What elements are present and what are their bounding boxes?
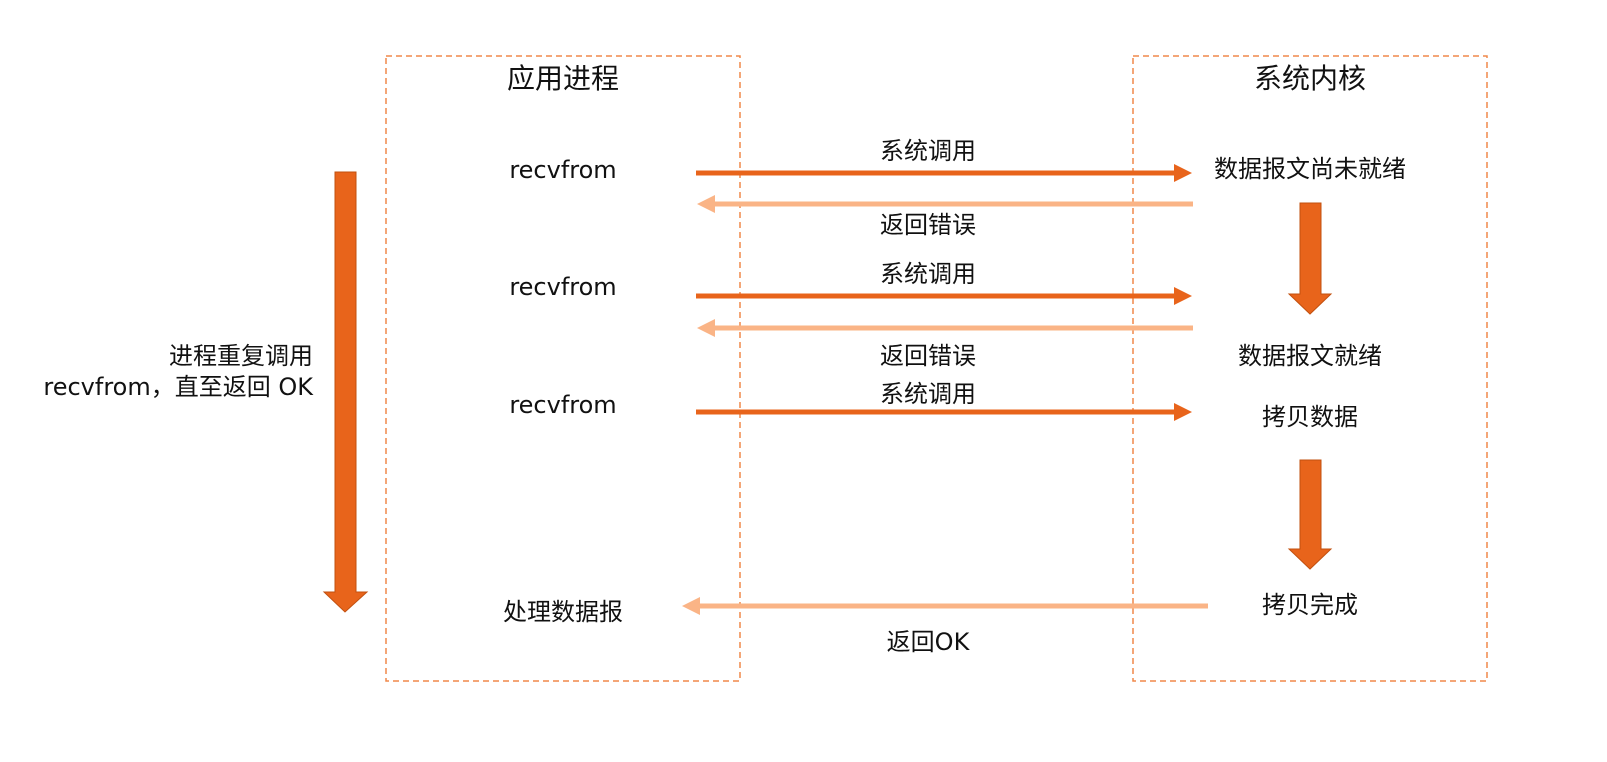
application-process-title: 应用进程 bbox=[506, 62, 620, 95]
kernel-state-ready: 数据报文就绪 bbox=[1238, 342, 1382, 370]
syscall-arrow-3-head bbox=[1174, 403, 1192, 421]
error-label-2: 返回错误 bbox=[880, 342, 976, 370]
recvfrom-call-3: recvfrom bbox=[509, 391, 617, 419]
syscall-arrow-1-head bbox=[1174, 164, 1192, 182]
recvfrom-call-1: recvfrom bbox=[509, 156, 617, 184]
kernel-state-copying: 拷贝数据 bbox=[1262, 403, 1358, 431]
kernel-title: 系统内核 bbox=[1253, 62, 1367, 95]
syscall-label-1: 系统调用 bbox=[880, 137, 976, 165]
error-arrow-1-head bbox=[697, 195, 715, 213]
side-note-line-2: recvfrom，直至返回 OK bbox=[43, 373, 313, 401]
side-note-line-1: 进程重复调用 bbox=[169, 342, 313, 370]
syscall-label-3: 系统调用 bbox=[880, 380, 976, 408]
kernel-wait-arrow bbox=[1287, 202, 1333, 315]
kernel-state-not-ready: 数据报文尚未就绪 bbox=[1214, 155, 1406, 183]
syscall-label-2: 系统调用 bbox=[880, 260, 976, 288]
process-datagram-label: 处理数据报 bbox=[503, 598, 623, 626]
repeat-call-arrow bbox=[322, 171, 369, 613]
application-process-box bbox=[385, 55, 741, 682]
return-ok-label: 返回OK bbox=[886, 628, 970, 656]
error-arrow-2-head bbox=[697, 319, 715, 337]
kernel-copy-arrow bbox=[1287, 459, 1333, 570]
recvfrom-call-2: recvfrom bbox=[509, 273, 617, 301]
ok-arrow-head bbox=[682, 597, 700, 615]
kernel-box bbox=[1132, 55, 1488, 682]
error-label-1: 返回错误 bbox=[880, 211, 976, 239]
kernel-state-copied: 拷贝完成 bbox=[1262, 591, 1358, 619]
syscall-arrow-2-head bbox=[1174, 287, 1192, 305]
